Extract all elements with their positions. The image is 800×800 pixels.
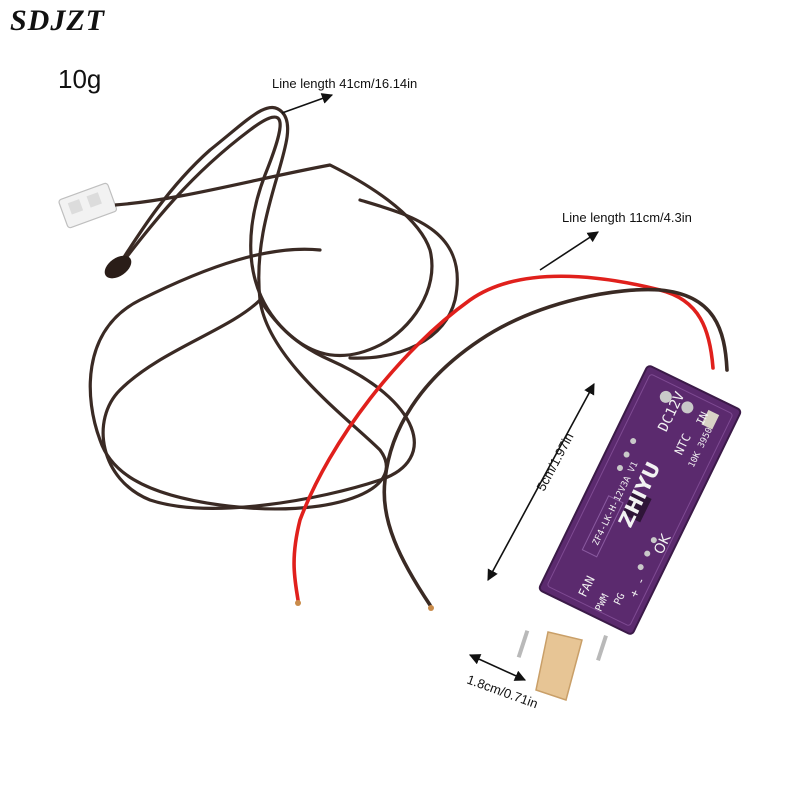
pcb-pg-label: PG [612,591,627,607]
jst-connector [58,182,118,229]
label-board-width: 1.8cm/0.71in [465,672,540,712]
pcb-in-label: IN [694,410,711,428]
brand-logo-text: SDJZT [10,4,105,37]
pcb-board: DC12V IN NTC 10K 3950 ZHIYU ZF4-LK-H-12V… [538,365,742,635]
arrow-long-line [281,93,334,114]
arrow-board-length [487,383,595,581]
arrow-board-width [468,654,527,681]
label-short-line: Line length 11cm/4.3in [562,210,692,225]
ntc-probe [104,255,132,279]
label-board-length: 5cm/1.97in [533,430,576,493]
power-wires [292,274,729,607]
arrow-short-line [539,231,599,271]
connector-wires [114,163,331,207]
dimension-arrows [281,93,599,681]
sensor-cable [88,105,459,511]
label-long-line: Line length 41cm/16.14in [272,76,417,91]
copper-tab [516,630,608,701]
black-wire [382,287,729,607]
weight-label: 10g [58,64,102,94]
red-wire [292,274,715,602]
